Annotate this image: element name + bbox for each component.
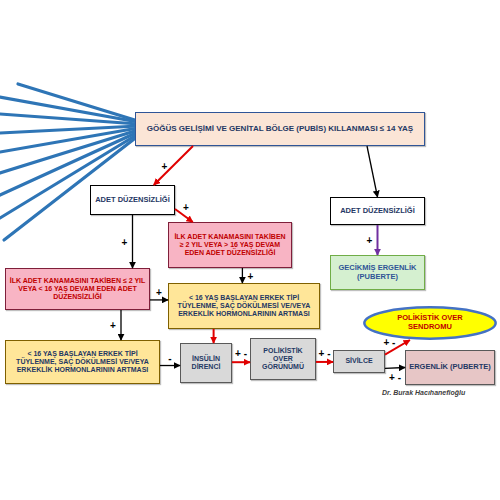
node-text: ADET DÜZENSİZLİĞİ bbox=[95, 196, 170, 205]
node-text: < 16 YAŞ BAŞLAYAN ERKEK TİPİ TÜYLENME, S… bbox=[9, 350, 156, 375]
flow-arrow bbox=[242, 268, 243, 283]
flow-arrow bbox=[385, 367, 405, 369]
node-text: İNSÜLİN DİRENCİ bbox=[184, 355, 228, 372]
result-ellipse: POLİKİSTİK OVER SENDROMU bbox=[363, 306, 497, 340]
author-credit: Dr. Burak Hacıhanefioğlu bbox=[382, 389, 465, 396]
node-text: SİVİLCE bbox=[345, 357, 372, 365]
node-text: GÖĞÜS GELİŞİMİ VE GENİTAL BÖLGE (PUBİS) … bbox=[147, 124, 413, 133]
node-text: ERGENLİK (PUBERTE) bbox=[409, 363, 491, 372]
flow-arrow bbox=[316, 361, 333, 363]
node-text: İLK ADET KANAMASINI TAKİBEN ≥ 2 YIL VEYA… bbox=[172, 233, 288, 258]
criteria-box: İLK ADET KANAMASINI TAKİBEN ≤ 2 YIL VEYA… bbox=[5, 268, 150, 310]
start-box: GÖĞÜS GELİŞİMİ VE GENİTAL BÖLGE (PUBİS) … bbox=[135, 112, 425, 146]
node-text: POLİKİSTİK OVER GÖRÜNÜMÜ bbox=[254, 347, 312, 372]
outcome-box: GECİKMİŞ ERGENLİK (PUBERTE) bbox=[330, 255, 425, 290]
symptom-box: < 16 YAŞ BAŞLAYAN ERKEK TİPİ TÜYLENME, S… bbox=[168, 283, 320, 329]
factor-box: SİVİLCE bbox=[333, 350, 385, 373]
flow-arrow bbox=[377, 225, 379, 255]
edge-sign: + bbox=[183, 201, 189, 212]
symptom-box: < 16 YAŞ BAŞLAYAN ERKEK TİPİ TÜYLENME, S… bbox=[5, 340, 160, 384]
factor-box: POLİKİSTİK OVER GÖRÜNÜMÜ bbox=[250, 338, 316, 380]
node-text: POLİKİSTİK OVER SENDROMU bbox=[377, 314, 483, 332]
edge-sign: + - bbox=[235, 348, 247, 359]
node-text: İLK ADET KANAMASINI TAKİBEN ≤ 2 YIL VEYA… bbox=[9, 277, 146, 302]
node-text: ADET DÜZENSİZLİĞİ bbox=[340, 207, 415, 216]
process-box: ADET DÜZENSİZLİĞİ bbox=[90, 185, 175, 215]
flow-arrow bbox=[232, 361, 250, 363]
flow-arrow bbox=[367, 146, 378, 197]
edge-sign: + bbox=[156, 286, 162, 297]
node-text: GECİKMİŞ ERGENLİK (PUBERTE) bbox=[334, 264, 421, 282]
edge-sign: + bbox=[247, 270, 253, 281]
edge-sign: + - bbox=[319, 347, 331, 358]
edge-sign: + bbox=[161, 160, 167, 171]
criteria-box: İLK ADET KANAMASINI TAKİBEN ≥ 2 YIL VEYA… bbox=[168, 222, 292, 268]
edge-sign: + bbox=[367, 235, 373, 246]
flow-arrow bbox=[120, 310, 121, 340]
outcome-box: ERGENLİK (PUBERTE) bbox=[405, 350, 495, 385]
process-box: ADET DÜZENSİZLİĞİ bbox=[330, 197, 425, 225]
flow-arrow bbox=[150, 299, 168, 300]
edge-sign: + - bbox=[383, 337, 395, 348]
flow-arrow bbox=[154, 146, 193, 185]
edge-sign: - bbox=[168, 352, 171, 363]
flow-arrow bbox=[213, 329, 215, 343]
flow-arrow bbox=[160, 365, 180, 366]
factor-box: İNSÜLİN DİRENCİ bbox=[180, 343, 232, 383]
edge-sign: + - bbox=[389, 371, 401, 382]
flow-arrow bbox=[132, 215, 133, 268]
edge-sign: + bbox=[122, 236, 128, 247]
edge-sign: + bbox=[110, 320, 116, 331]
node-text: < 16 YAŞ BAŞLAYAN ERKEK TİPİ TÜYLENME, S… bbox=[172, 294, 316, 319]
